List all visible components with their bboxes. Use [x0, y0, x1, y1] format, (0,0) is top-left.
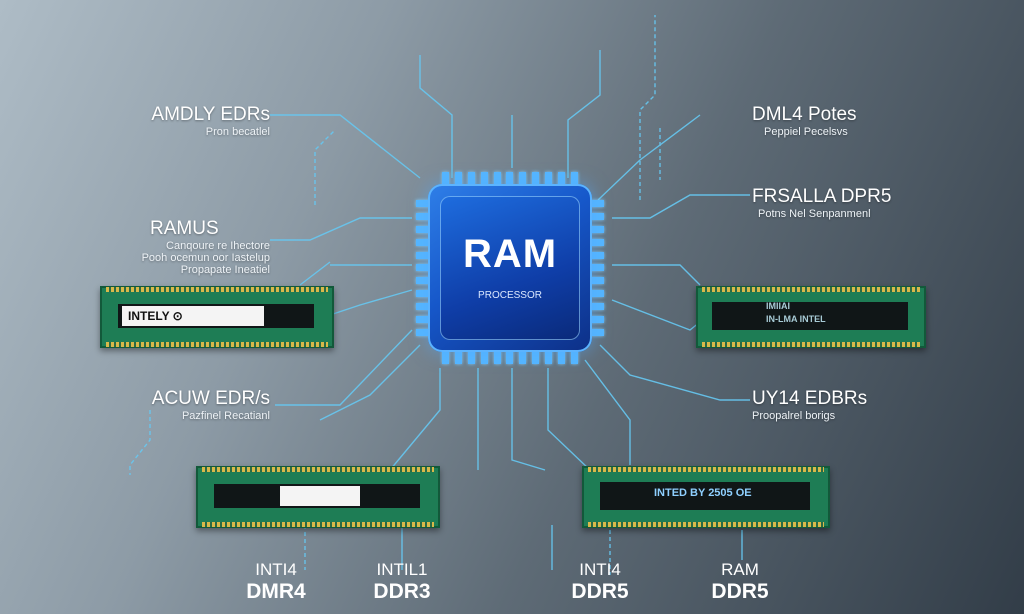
label-amdly-title: AMDLY EDRs	[151, 104, 270, 125]
label-frsalla: FRSALLA DPR5 Potns Nel Senpanmenl	[752, 186, 952, 220]
bottom-label-1-bottom: DMR4	[246, 580, 306, 603]
bottom-label-2: INTIL1 DDR3	[362, 560, 442, 604]
label-ramus-sub3: Propapate Ineatiel	[180, 264, 270, 276]
module-text-2: IN-LMA INTEL	[766, 314, 826, 324]
chip-pins-bottom	[442, 350, 578, 364]
chip-pins-top	[442, 172, 578, 186]
ram-processor-chip: RAM PROCESSOR	[412, 168, 608, 368]
module-text-1: IMIIAI	[766, 301, 790, 311]
label-acuw: ACUW EDR/s Pazfinel Recatianl	[120, 388, 270, 422]
bottom-label-1-top: INTI4	[255, 560, 297, 579]
label-acuw-title: ACUW EDR/s	[151, 388, 270, 409]
label-uy14: UY14 EDBRs Proopalrel borigs	[752, 388, 922, 422]
label-frsalla-title: FRSALLA DPR5	[752, 186, 892, 207]
chip-subtitle: PROCESSOR	[478, 290, 542, 301]
bottom-label-2-top: INTIL1	[376, 560, 428, 579]
bottom-label-1: INTI4 DMR4	[236, 560, 316, 604]
bottom-label-4-top: RAM	[721, 560, 759, 579]
module-blank-sticker	[280, 486, 360, 506]
label-uy14-sub: Proopalrel borigs	[752, 410, 836, 422]
label-dml4-sub: Peppiel Pecelsvs	[764, 126, 848, 138]
module-text: INTED BY 2505 OE	[654, 487, 752, 499]
chip-die	[440, 196, 580, 340]
label-amdly-sub: Pron becatlel	[205, 126, 270, 138]
label-amdly: AMDLY EDRs Pron becatlel	[120, 104, 270, 138]
ram-module-left-bottom	[196, 466, 440, 528]
bottom-label-4: RAM DDR5	[700, 560, 780, 604]
chip-pins-right	[590, 200, 604, 336]
chip-body	[428, 184, 592, 352]
ram-module-left-top: INTELY ⊙	[100, 286, 334, 348]
label-ramus-title: RAMUS	[150, 218, 219, 239]
ram-module-right-top: IMIIAI IN-LMA INTEL	[696, 286, 926, 348]
module-sticker: INTELY ⊙	[122, 306, 264, 326]
chip-pins-left	[416, 200, 430, 336]
label-dml4-title: DML4 Potes	[752, 104, 857, 125]
bottom-label-3-top: INTI4	[579, 560, 621, 579]
label-ramus: RAMUS Canqoure re Ihectore Pooh ocemun o…	[110, 218, 270, 276]
label-uy14-title: UY14 EDBRs	[752, 388, 868, 409]
ram-module-right-bottom: INTED BY 2505 OE	[582, 466, 830, 528]
label-dml4: DML4 Potes Peppiel Pecelsvs	[752, 104, 922, 138]
label-ramus-sub2: Pooh ocemun oor Iastelup	[141, 252, 270, 264]
bottom-label-4-bottom: DDR5	[711, 580, 769, 603]
chip-title: RAM	[462, 232, 558, 276]
bottom-label-3: INTI4 DDR5	[560, 560, 640, 604]
label-frsalla-sub: Potns Nel Senpanmenl	[758, 208, 871, 220]
label-ramus-sub1: Canqoure re Ihectore	[166, 240, 270, 252]
bottom-label-2-bottom: DDR3	[373, 580, 431, 603]
bottom-label-3-bottom: DDR5	[571, 580, 629, 603]
label-acuw-sub: Pazfinel Recatianl	[181, 410, 270, 422]
